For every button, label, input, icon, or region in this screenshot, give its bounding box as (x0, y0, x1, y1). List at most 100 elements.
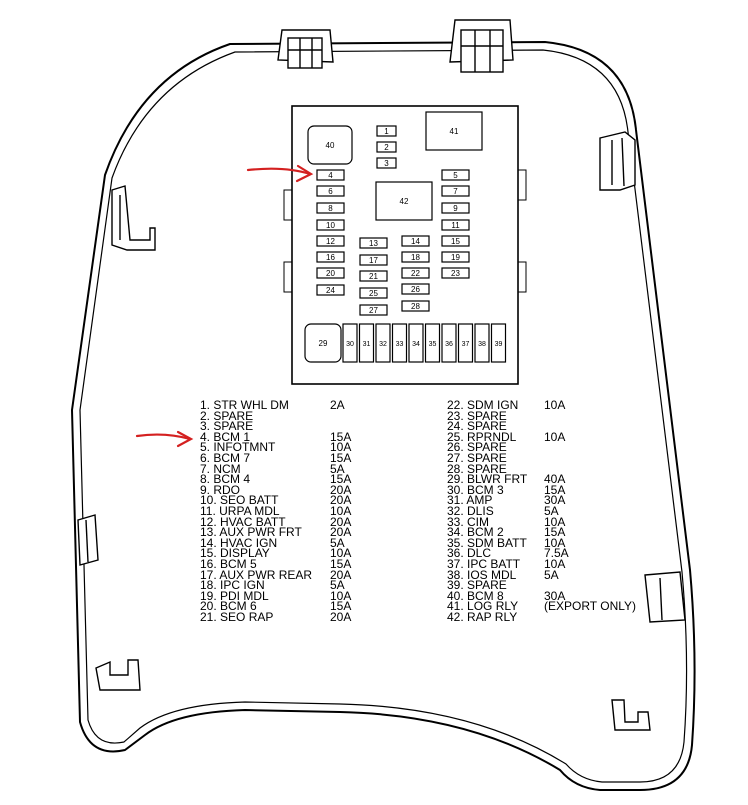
legend-entry-name: 13. AUX PWR FRT (200, 525, 302, 540)
legend-entry-name: 4. BCM 1 (200, 429, 251, 444)
fuse-21-label: 21 (369, 272, 378, 281)
legend-entry-name: 30. BCM 3 (447, 482, 504, 497)
cover-outline-inner (79, 49, 688, 783)
fuse-10-label: 10 (326, 221, 335, 230)
side-clip-left-lower (77, 514, 99, 566)
fuse-41: 41 (425, 111, 483, 151)
fuse-7-label: 7 (453, 187, 458, 196)
legend-entry-amperage: 40A (544, 472, 566, 487)
legend-entry-amperage: 10A (544, 556, 566, 571)
fuse-36: 36 (441, 323, 457, 363)
fuse-21-box (359, 270, 388, 282)
legend-entry-name: 12. HVAC BATT (200, 514, 286, 529)
fuse-15: 15 (441, 235, 470, 247)
fuse-32-box (375, 323, 391, 363)
legend-entry: 9. RDO 20A (200, 482, 380, 497)
legend-entry-amperage: 5A (544, 503, 559, 518)
fuse-2-label: 2 (384, 143, 389, 152)
side-clip-left-upper (111, 185, 156, 251)
fuse-37-box (457, 323, 474, 363)
fuse-6-box (316, 185, 345, 197)
legend-entry: 26. SPARE (447, 442, 667, 454)
legend-entry: 24. SPARE (447, 419, 667, 434)
fuse-16: 16 (316, 251, 345, 263)
fuse-9-box (441, 202, 470, 214)
legend-entry-name: 1. STR WHL DM (200, 398, 289, 412)
legend-entry-name: 23. SPARE (447, 408, 507, 423)
legend-entry-amperage: 15A (330, 599, 352, 614)
fuse-8-box (316, 202, 345, 214)
legend-entry-name: 29. BLWR FRT (447, 472, 528, 487)
fuse-39-label: 39 (495, 341, 503, 348)
fuse-20-label: 20 (326, 269, 335, 278)
fuse-2-box (376, 141, 397, 153)
fuse-20: 20 (316, 267, 345, 279)
fuse-16-box (316, 251, 345, 263)
bottom-clip-left (95, 659, 141, 691)
legend-entry: 41. LOG RLY(EXPORT ONLY) (447, 599, 667, 614)
fuse-12-box (316, 235, 345, 247)
legend-entry: 39. SPARE (447, 579, 667, 591)
legend-entry-amperage: (EXPORT ONLY) (544, 599, 637, 614)
legend-entry-name: 9. RDO (200, 482, 241, 497)
fuse-36-label: 36 (445, 341, 453, 348)
legend-entry-name: 19. PDI MDL (200, 588, 269, 603)
fuse-8: 8 (316, 202, 345, 214)
legend-entry-amperage: 20A (330, 482, 352, 497)
fuse-35-box (424, 323, 441, 363)
fuse-19-label: 19 (451, 253, 460, 262)
legend-entry-name: 34. BCM 2 (447, 525, 504, 540)
fuse-34: 34 (408, 323, 424, 363)
fuse-26: 26 (401, 283, 430, 295)
legend-entry-amperage: 15A (544, 525, 566, 540)
fuse-14-label: 14 (411, 237, 420, 246)
fuse-42-label: 42 (400, 197, 409, 206)
cover-outline-outer (70, 40, 696, 791)
fuse-25-box (359, 287, 388, 299)
fuse-34-box (408, 323, 424, 363)
fuse-29-box (304, 323, 342, 363)
fuse-12: 12 (316, 235, 345, 247)
fuse-block-notches (283, 169, 527, 293)
legend-entry-name: 5. INFOTMNT (200, 440, 276, 455)
fuse-5-box (441, 169, 470, 181)
fuse-1: 1 (376, 125, 397, 137)
fuse-20-box (316, 267, 345, 279)
legend-entry-name: 27. SPARE (447, 450, 507, 465)
legend-entry-amperage: 20A (330, 567, 352, 582)
fuse-1-label: 1 (384, 127, 389, 136)
legend-entry-name: 32. DLIS (447, 503, 494, 518)
fuse-19-box (441, 251, 470, 263)
top-clip-left (277, 29, 334, 69)
fuse-15-box (441, 235, 470, 247)
legend-entry-amperage: 30A (544, 493, 566, 508)
fuse-37: 37 (457, 323, 474, 363)
legend-entry-name: 24. SPARE (447, 419, 507, 434)
fuse-11: 11 (441, 219, 470, 231)
fuse-8-label: 8 (328, 204, 333, 213)
fuse-18: 18 (401, 251, 430, 263)
fuse-9-label: 9 (453, 204, 458, 213)
fuse-14-box (401, 235, 430, 247)
legend-entry-amperage: 20A (330, 609, 352, 624)
fuse-14: 14 (401, 235, 430, 247)
fuse-17-label: 17 (369, 256, 378, 265)
fuse-30: 30 (342, 323, 358, 363)
legend-entry-name: 15. DISPLAY (200, 546, 270, 561)
fuse-23-label: 23 (451, 269, 460, 278)
fuse-23-box (441, 267, 470, 279)
